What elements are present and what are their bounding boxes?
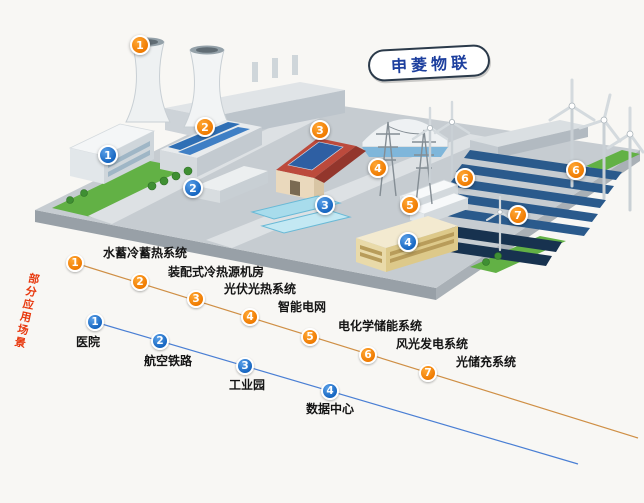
legend-label-system-5: 电化学储能系统	[338, 319, 423, 333]
facility-marker-7: 7	[508, 205, 528, 225]
facility-marker-6b: 6	[566, 160, 586, 180]
legend-number-scenario-1: 1	[86, 313, 104, 331]
brand-badge-label: 申菱物联	[390, 52, 472, 76]
hospital-building	[68, 123, 156, 184]
transit-building	[196, 166, 268, 203]
legend-label-scenario-2: 航空铁路	[143, 354, 193, 368]
scene-illustration	[35, 37, 644, 300]
facility-marker-2: 2	[195, 117, 215, 137]
facility-marker-3: 3	[310, 120, 330, 140]
legend-label-system-3: 光伏光热系统	[224, 282, 297, 296]
facility-marker-1: 1	[130, 35, 150, 55]
legend-label-system-1: 水蓄冷蓄热系统	[103, 246, 188, 260]
scenario-marker-2: 2	[183, 178, 203, 198]
legend-number-system-2: 2	[131, 273, 149, 291]
legend-label-system-4: 智能电网	[278, 300, 327, 314]
cooling-towers	[125, 37, 231, 128]
legend-number-system-7: 7	[419, 364, 437, 382]
legend-number-scenario-4: 4	[321, 382, 339, 400]
scenario-marker-3: 3	[315, 195, 335, 215]
grass-strip	[52, 161, 206, 221]
trees	[66, 166, 502, 266]
legend-number-system-1: 1	[66, 254, 84, 272]
legend-label-system-6: 风光发电系统	[396, 337, 469, 351]
facility-marker-5: 5	[400, 195, 420, 215]
legend-number-system-3: 3	[187, 290, 205, 308]
brand-badge: 申菱物联	[367, 43, 491, 83]
facility-marker-4: 4	[368, 158, 388, 178]
legend-number-scenario-2: 2	[151, 332, 169, 350]
solar-roof-house	[276, 138, 366, 204]
legend-label-scenario-4: 数据中心	[305, 402, 355, 416]
legend-number-scenario-3: 3	[236, 357, 254, 375]
legend-number-system-4: 4	[241, 308, 259, 326]
scenario-marker-1: 1	[98, 145, 118, 165]
legend-label-system-2: 装配式冷热源机房	[168, 265, 265, 279]
legend-label-system-7: 光储充系统	[456, 355, 517, 369]
wind-turbines	[411, 78, 644, 252]
legend-label-scenario-3: 工业园	[228, 378, 266, 392]
legend-label-scenario-1: 医院	[75, 335, 101, 349]
facility-marker-6: 6	[455, 168, 475, 188]
legend-number-system-5: 5	[301, 328, 319, 346]
scenario-marker-4: 4	[398, 232, 418, 252]
legend-number-system-6: 6	[359, 346, 377, 364]
